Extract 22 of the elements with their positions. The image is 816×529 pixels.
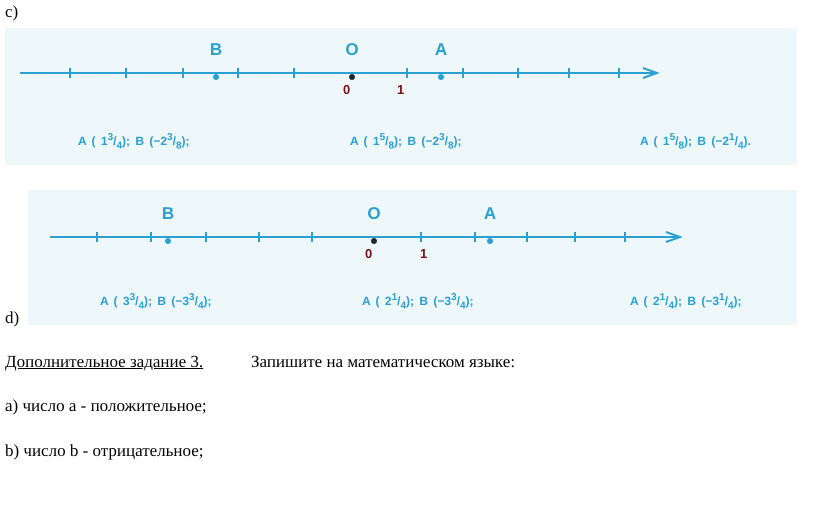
- point-label: O: [367, 204, 381, 224]
- point-label: O: [345, 40, 359, 60]
- answer-option: A ( 3$^{3}$/$_{4}$); B (−3$^{3}$/$_{4}$);: [100, 292, 212, 312]
- item-marker: d): [5, 308, 20, 328]
- task-heading: Дополнительное задание 3.: [5, 352, 204, 372]
- point-label: B: [162, 204, 174, 224]
- answer-option: A ( 1$^{5}$/$_{8}$); B (−2$^{1}$/$_{4}$).: [640, 132, 751, 152]
- item-marker: c): [5, 2, 18, 22]
- tick-number: 0: [343, 82, 350, 97]
- answer-option: A ( 1$^{5}$/$_{8}$); B (−2$^{3}$/$_{8}$);: [350, 132, 462, 152]
- point-label: B: [210, 40, 222, 60]
- tick-number: 0: [365, 246, 372, 261]
- point-label: A: [434, 40, 448, 60]
- tick-number: 1: [397, 82, 404, 97]
- answer-option: A ( 2$^{1}$/$_{4}$); B (−3$^{3}$/$_{4}$);: [362, 292, 474, 312]
- task-text: b) число b - отрицательное;: [5, 441, 204, 461]
- task-text: Запишите на математическом языке:: [251, 352, 516, 372]
- task-text: а) число a - положительное;: [5, 396, 207, 416]
- point-label: A: [484, 204, 496, 224]
- answer-option: A ( 2$^{1}$/$_{4}$); B (−3$^{1}$/$_{4}$);: [630, 292, 742, 312]
- answer-option: A ( 1$^{3}$/$_{4}$); B (−2$^{3}$/$_{8}$);: [78, 132, 190, 152]
- tick-number: 1: [420, 246, 428, 261]
